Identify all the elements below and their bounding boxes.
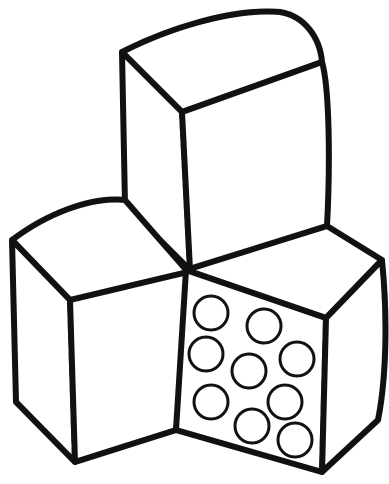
empty-circle [235, 409, 269, 443]
highlighted-circle [232, 354, 266, 388]
left-cube [12, 199, 188, 462]
empty-circle [268, 385, 302, 419]
empty-circle [278, 423, 312, 457]
empty-circle [194, 296, 228, 330]
empty-circle [280, 342, 314, 376]
left-cube-right-face [70, 272, 188, 462]
empty-circle [189, 337, 223, 371]
empty-circle [194, 385, 228, 419]
empty-circle [247, 309, 281, 343]
